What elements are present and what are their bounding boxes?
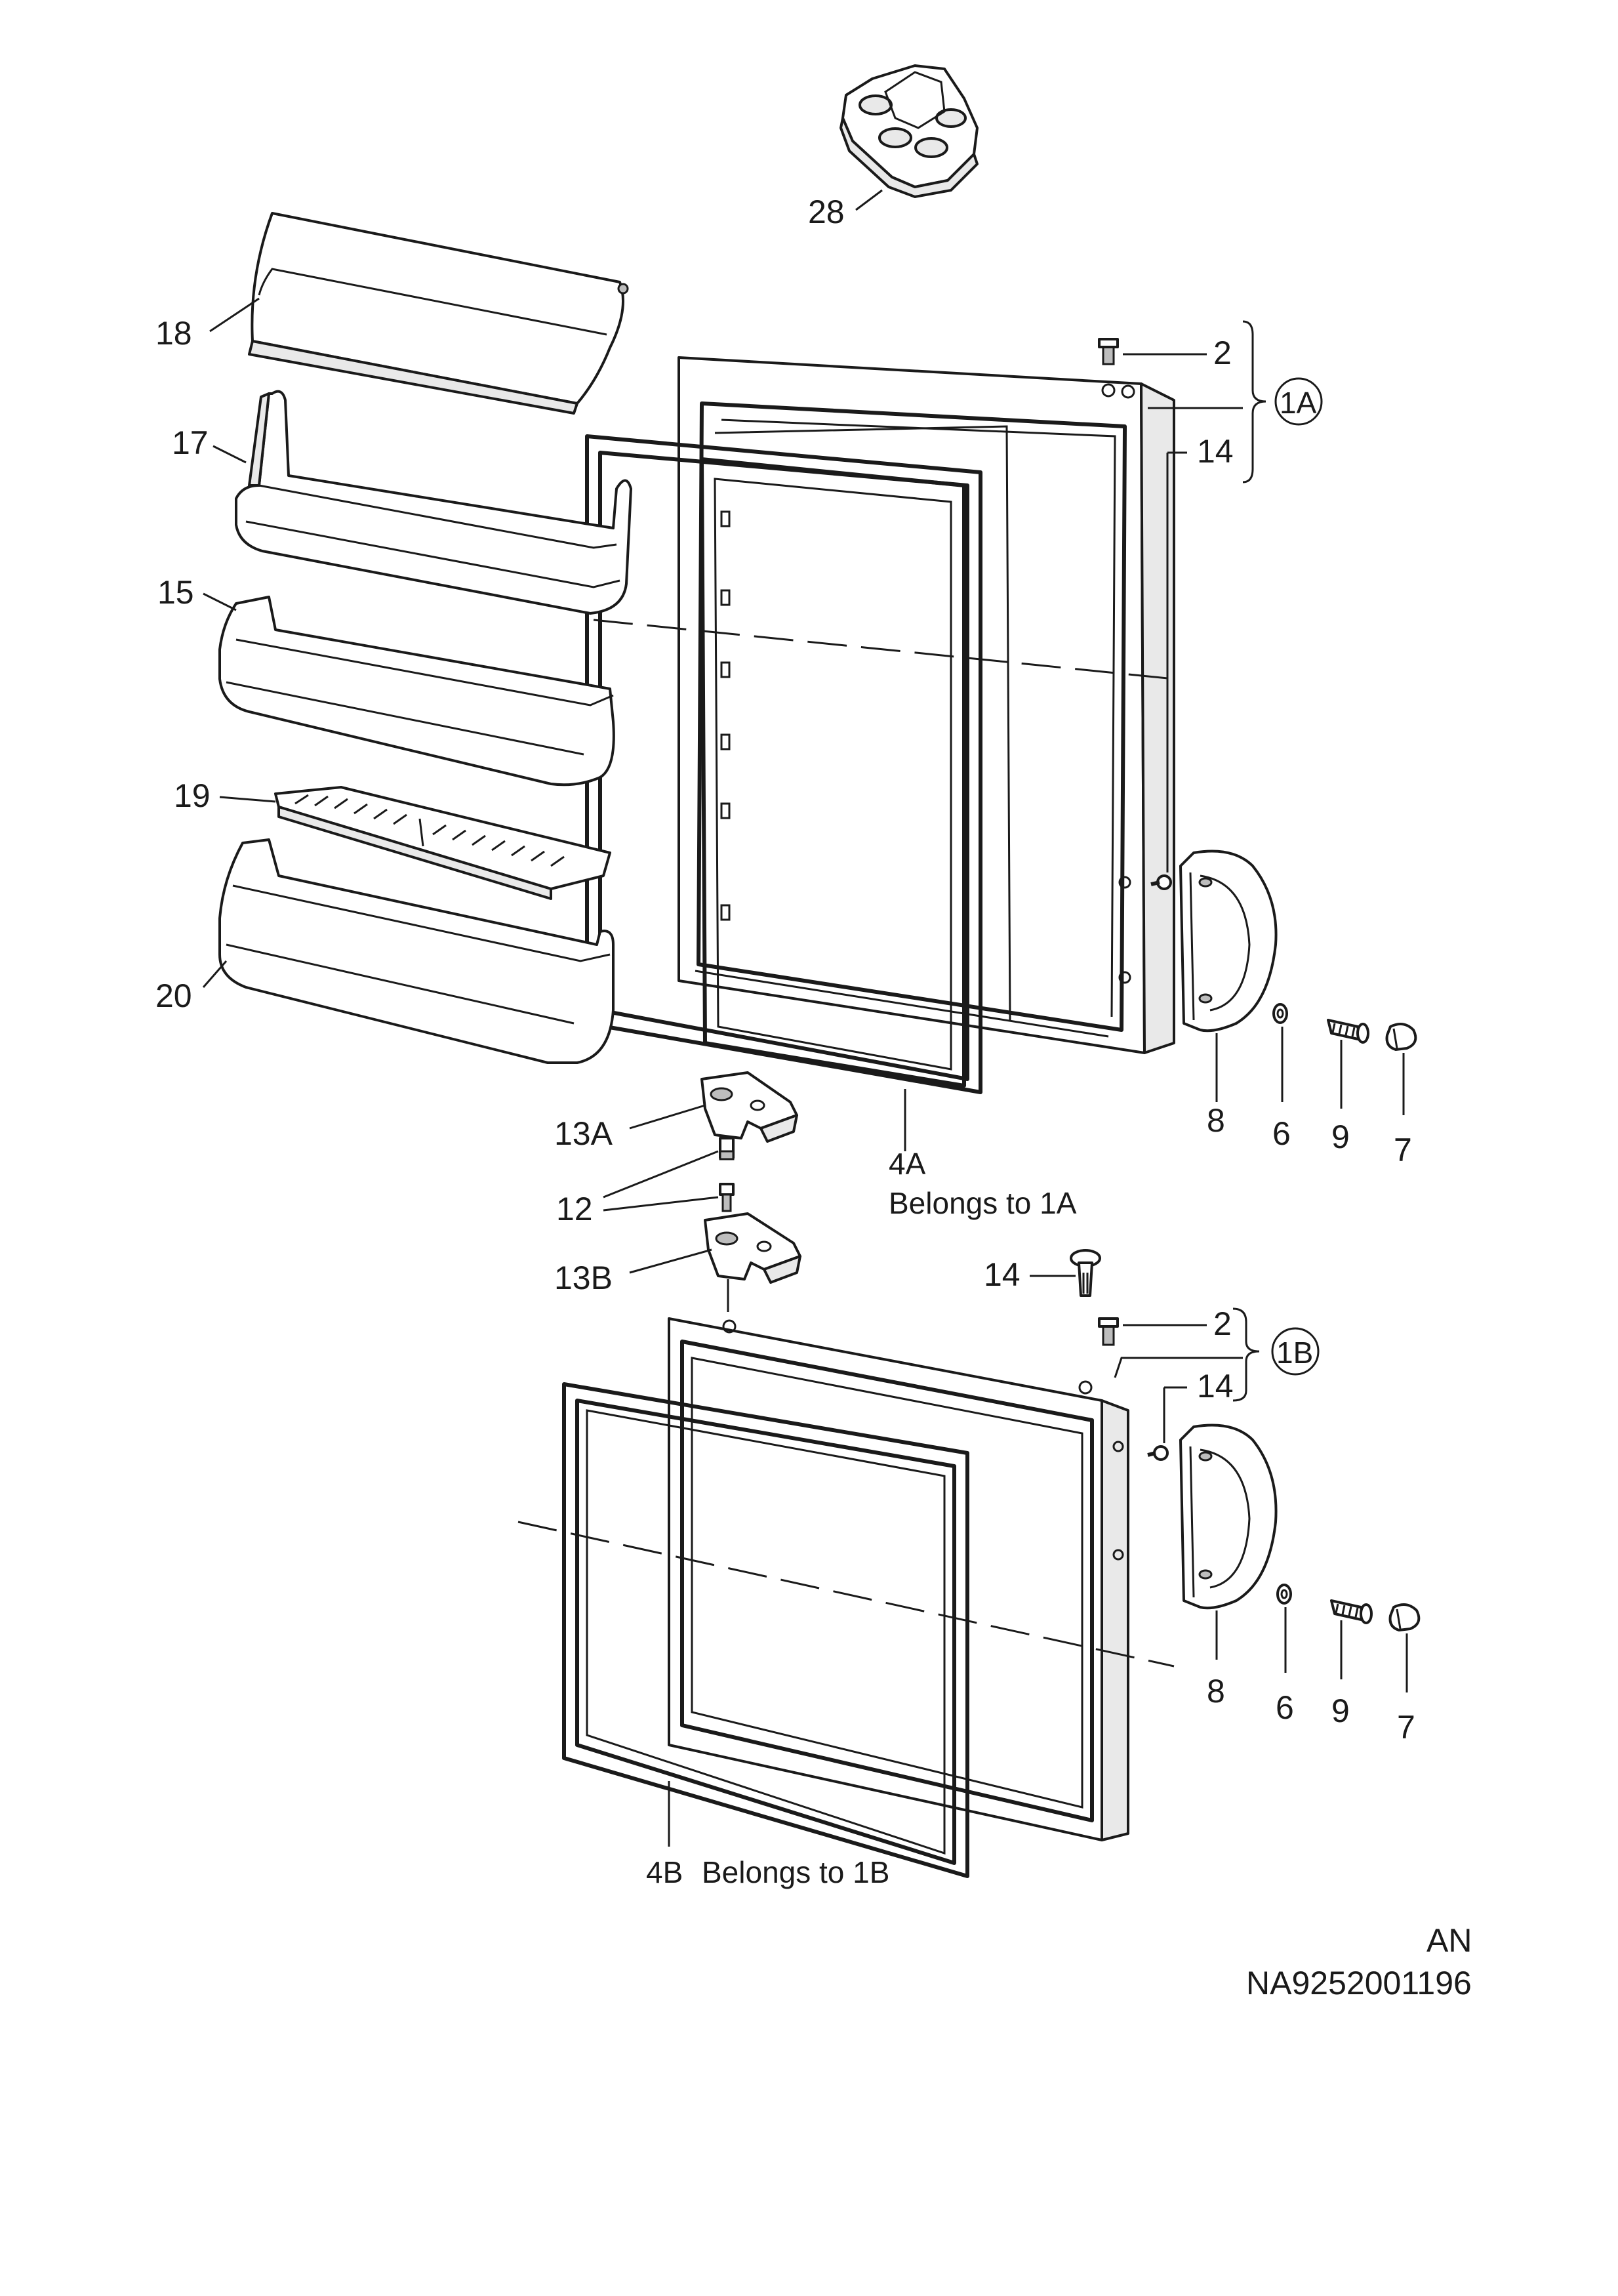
label-4A-note: Belongs to 1A — [889, 1186, 1077, 1220]
label-4B: 4B — [646, 1855, 683, 1889]
part-13A-hinge — [700, 1071, 798, 1143]
part-9-screw-top — [1327, 1019, 1369, 1044]
label-4B-note: Belongs to 1B — [702, 1855, 889, 1889]
part-15-shelf — [218, 596, 615, 787]
label-14-bottom: 14 — [1197, 1368, 1234, 1404]
label-9-bottom: 9 — [1331, 1692, 1350, 1729]
door-1B — [668, 1317, 1129, 1841]
label-28: 28 — [808, 194, 845, 230]
label-15: 15 — [157, 574, 194, 611]
label-2-bottom: 2 — [1213, 1305, 1232, 1342]
part-8-handle-top — [1179, 850, 1278, 1033]
part-14-plug-mid — [1070, 1249, 1101, 1297]
label-12: 12 — [556, 1191, 593, 1227]
label-6-top: 6 — [1272, 1115, 1291, 1152]
label-4A: 4A — [889, 1147, 926, 1181]
label-8-top: 8 — [1207, 1102, 1225, 1139]
part-19-retainer — [274, 786, 611, 900]
part-12-pin — [719, 1137, 735, 1212]
label-13B: 13B — [554, 1260, 613, 1296]
part-7-cap-top — [1385, 1023, 1417, 1051]
label-17: 17 — [172, 424, 209, 461]
part-6-washer-top — [1272, 1003, 1288, 1024]
axis-line-bottom — [517, 1521, 1175, 1668]
part-14-screw-bottom — [1147, 1445, 1169, 1461]
brace-1A — [1242, 320, 1266, 483]
part-14-screw-top — [1150, 874, 1172, 890]
callout-circle-1B — [1271, 1327, 1320, 1376]
label-9-top: 9 — [1331, 1118, 1350, 1155]
label-13A: 13A — [554, 1115, 613, 1152]
label-19: 19 — [174, 777, 211, 814]
part-28-egg-tray — [839, 64, 979, 198]
label-7-top: 7 — [1394, 1132, 1412, 1168]
door-1A — [678, 356, 1175, 1054]
label-18: 18 — [155, 315, 192, 352]
callout-circle-1A — [1274, 377, 1323, 426]
label-14-mid: 14 — [984, 1256, 1021, 1293]
part-7-cap-bottom — [1388, 1603, 1421, 1631]
part-6-washer-bottom — [1276, 1584, 1292, 1605]
part-2-screw-bottom — [1098, 1317, 1119, 1346]
part-8-handle-bottom — [1179, 1424, 1278, 1610]
part-2-screw-top — [1098, 338, 1119, 365]
label-2-top: 2 — [1213, 335, 1232, 371]
part-17-shelf — [235, 390, 632, 615]
label-6-bottom: 6 — [1276, 1689, 1294, 1726]
footer-code-line2: NA9252001196 — [1246, 1965, 1472, 2001]
part-4B-gasket — [562, 1382, 969, 1878]
label-20: 20 — [155, 977, 192, 1014]
label-1B: 1B — [1276, 1336, 1313, 1370]
part-20-shelf — [218, 838, 615, 1064]
label-14-top: 14 — [1197, 433, 1234, 470]
label-1A: 1A — [1280, 386, 1317, 420]
brace-1B — [1232, 1307, 1260, 1402]
part-4A-gasket — [585, 434, 982, 1094]
axis-line-top — [593, 619, 1175, 680]
label-7-bottom: 7 — [1397, 1709, 1415, 1746]
footer-code-line1: AN — [1426, 1922, 1472, 1959]
part-9-screw-bottom — [1330, 1599, 1373, 1624]
label-8-bottom: 8 — [1207, 1673, 1225, 1710]
part-13B-hinge — [704, 1212, 801, 1284]
part-18-dairy-lid — [248, 212, 629, 415]
